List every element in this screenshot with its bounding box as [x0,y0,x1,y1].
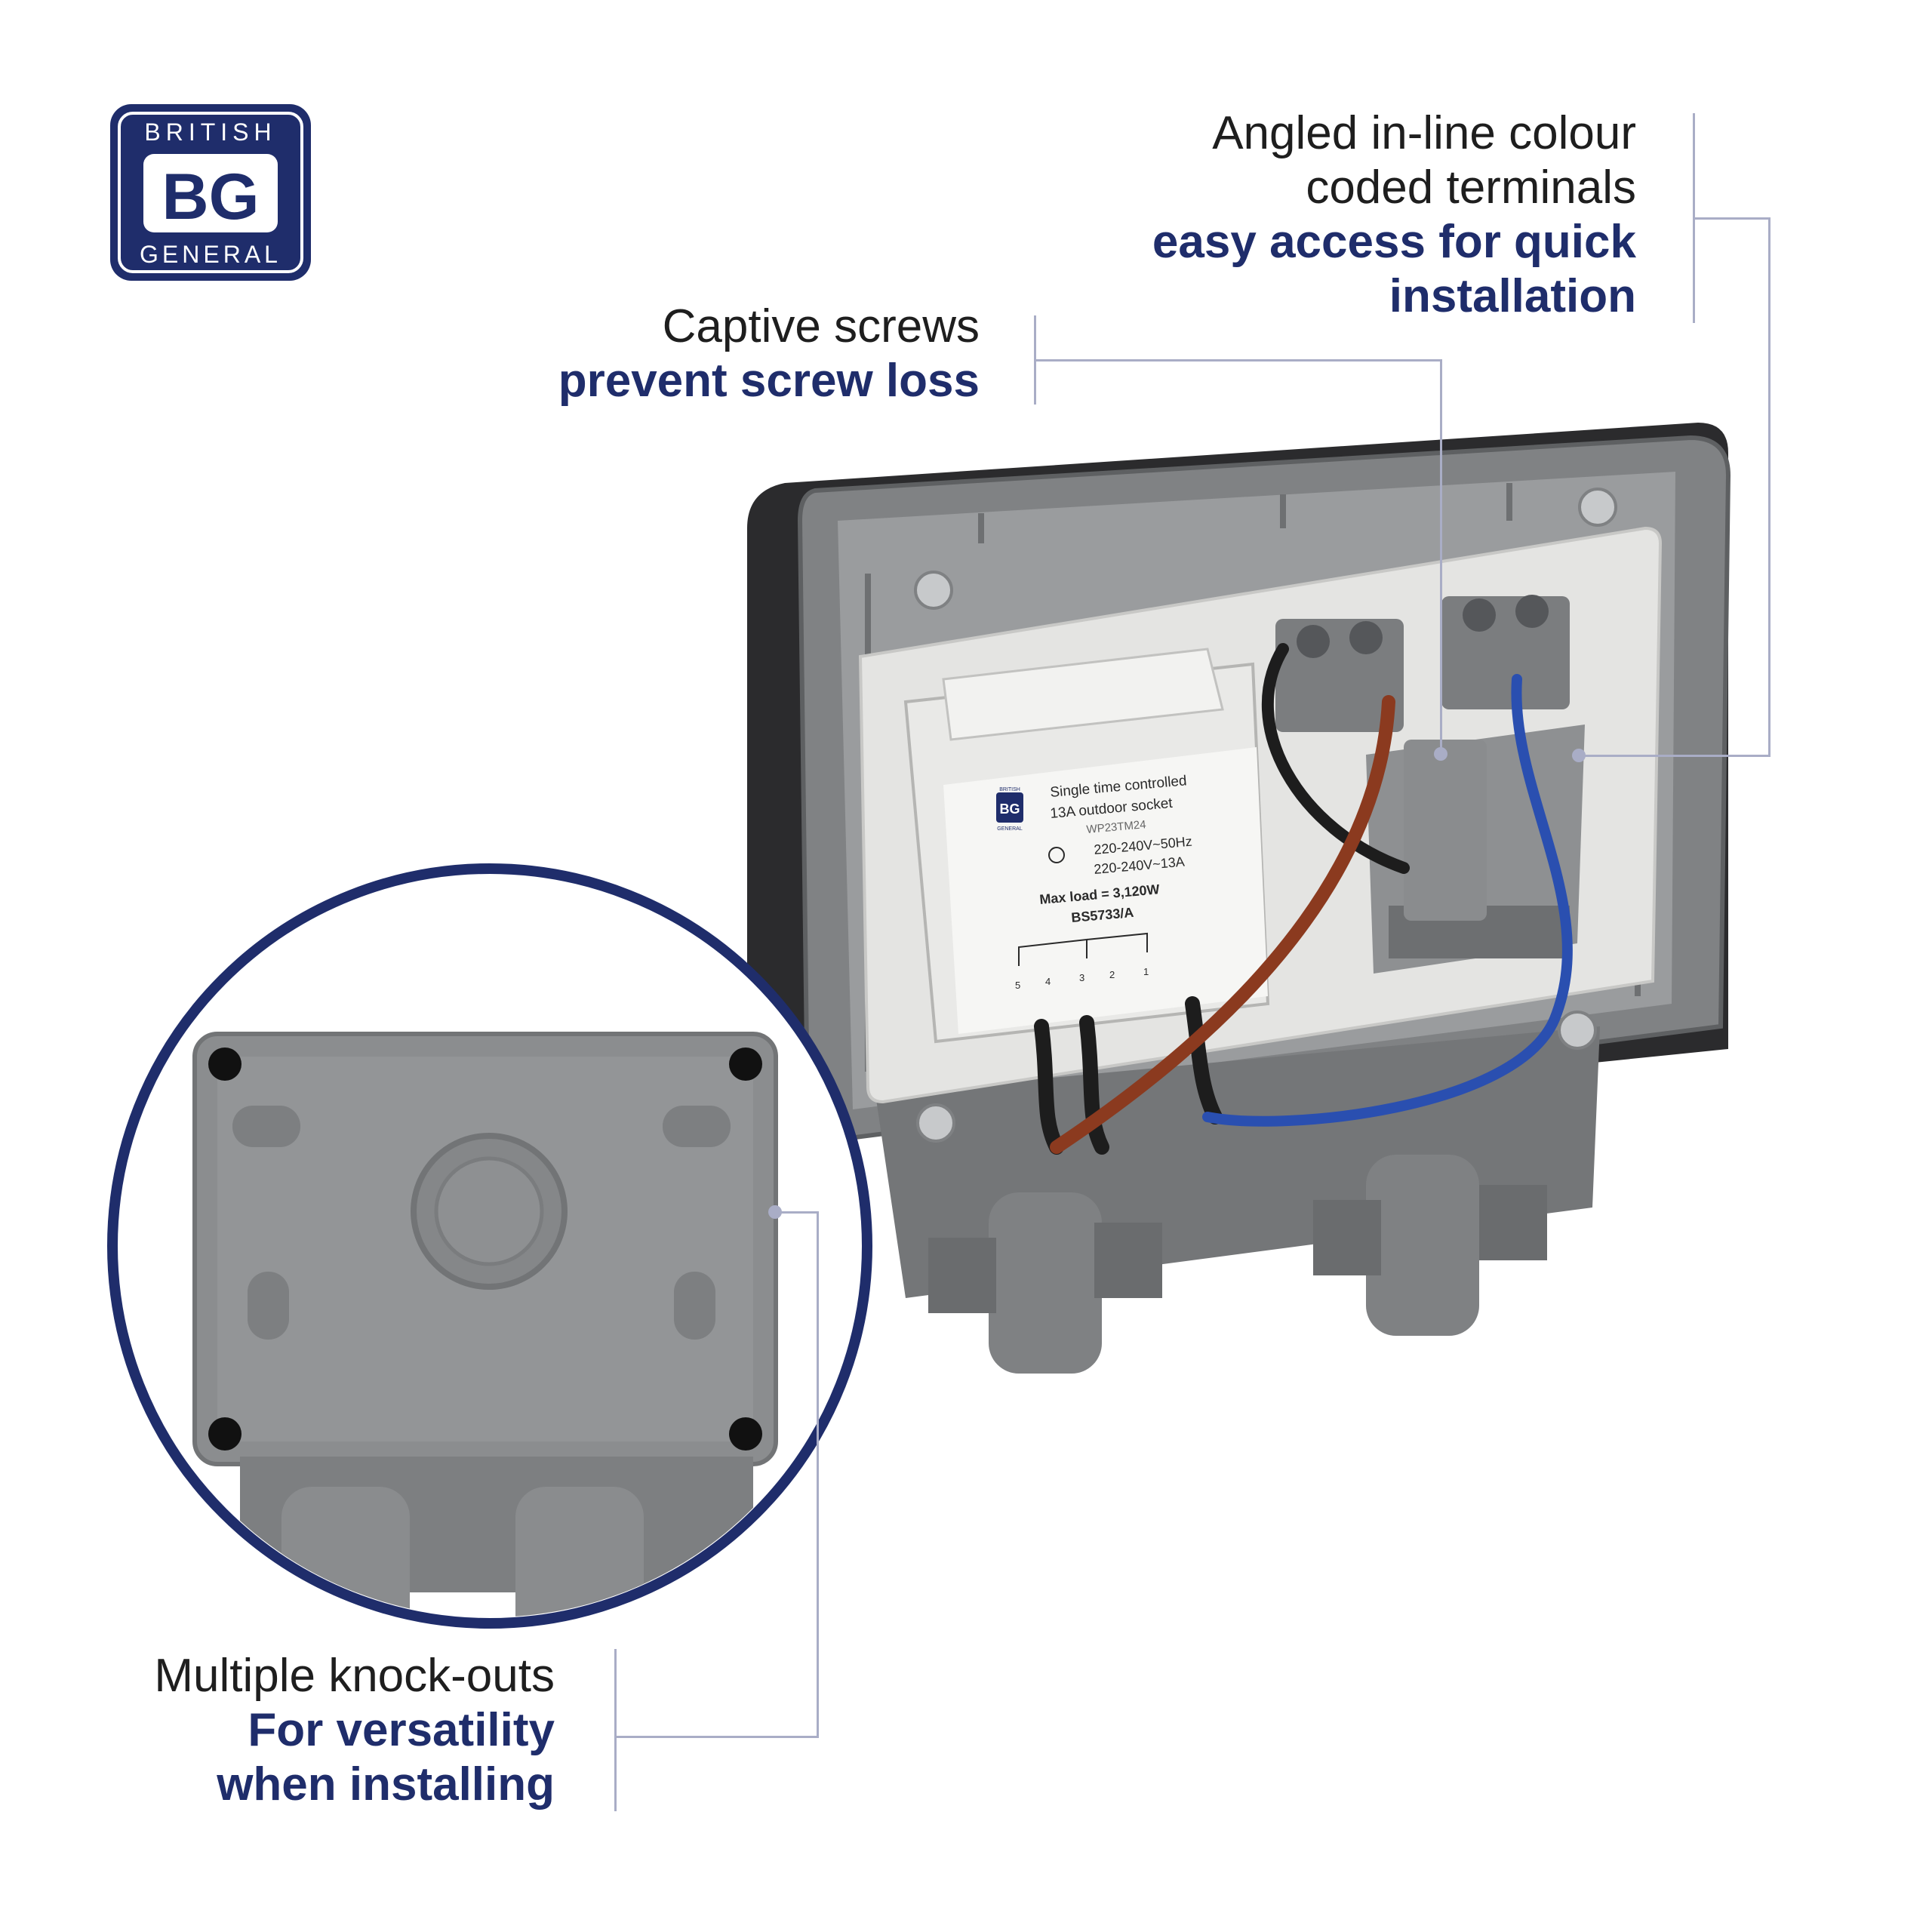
leader-knockouts-down [817,1211,819,1738]
callout-terminals: Angled in-line colour coded terminals ea… [1152,110,1636,320]
module-pin-5: 5 [1015,980,1020,991]
leader-terminals-dot [1572,749,1586,762]
wire-black-3 [1185,996,1223,1124]
callout-terminals-line4: installation [1389,270,1636,322]
callout-terminals-line1: Angled in-line colour [1212,107,1636,159]
gland-right [1366,1155,1479,1336]
callout-screws-line2: prevent screw loss [558,355,980,407]
wire-brown [1050,695,1395,1154]
bg-logo: BRITISH BG GENERAL [110,104,311,281]
callout-terminals-line2: coded terminals [1306,162,1636,214]
module-model: WP23TM24 [1086,818,1146,836]
logo-top-word: BRITISH [144,118,276,146]
callout-knockouts-line2: For versatility [248,1704,555,1756]
wire-black-2 [1079,1015,1109,1155]
timer-module: BG BRITISH GENERAL Single time controlle… [903,648,1270,1044]
callout-knockouts-line3: when installing [217,1758,555,1810]
wire-black-4 [1261,643,1410,874]
module-pin-2: 2 [1109,969,1115,980]
module-logo-bottom: GENERAL [997,826,1023,832]
leader-terminals-horizontal-top [1693,217,1770,220]
wire-blue [1202,674,1573,1127]
inset-slot-tl [232,1106,300,1147]
inset-corner-hole [208,1048,242,1081]
callout-knockouts-line1: Multiple knock-outs [154,1650,555,1702]
captive-screws [914,488,1617,1143]
leader-knockouts-horizontal-bottom [614,1736,819,1738]
module-pin-4: 4 [1045,976,1051,987]
callout-screws-line1: Captive screws [662,300,980,352]
module-logo-mark: BG [1000,801,1020,817]
leader-screws-horizontal [1034,359,1442,361]
leader-screws-dot [1434,747,1447,761]
leader-knockouts-vertical [614,1649,617,1811]
callout-terminals-line3: easy access for quick [1152,216,1636,268]
module-pin-3: 3 [1079,972,1084,983]
leader-terminals-down [1768,217,1770,757]
logo-mark: BG [162,161,260,233]
module-logo-top: BRITISH [999,787,1020,792]
terminal-blocks [1275,595,1570,921]
leader-screws-down [1440,359,1442,752]
logo-bottom-word: GENERAL [140,241,281,268]
callout-screws: Captive screws prevent screw loss [558,303,980,405]
wires [1034,643,1573,1155]
leader-terminals-horizontal-bottom [1579,755,1770,757]
wire-black-1 [1034,1019,1064,1155]
callout-knockouts: Multiple knock-outs For versatility when… [154,1653,555,1808]
leader-knockouts-horizontal-top [775,1211,819,1214]
module-pin-1: 1 [1143,966,1149,977]
inset-knockouts-view [107,863,872,1629]
gland-left [989,1192,1102,1374]
